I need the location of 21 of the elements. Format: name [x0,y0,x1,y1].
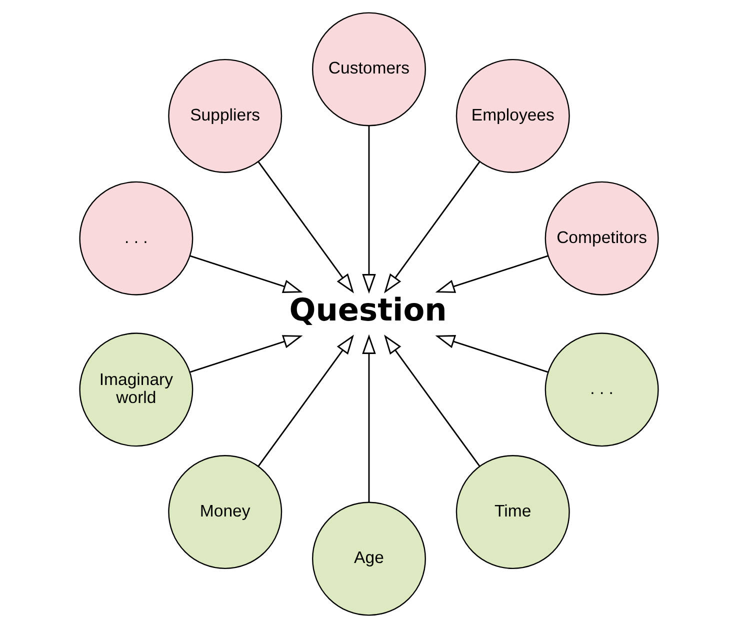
node-circle: Money [168,455,282,570]
node-text: Question [288,292,446,328]
arrow [362,126,376,294]
arrow [434,255,548,293]
node-circle: Competitors [544,181,658,296]
arrow [189,255,302,293]
node-circle: Time [455,455,570,570]
node-circle: Customers [312,12,426,126]
arrow [384,334,480,467]
node-circle: . . . [78,181,193,296]
arrow [189,335,302,373]
arrow [434,335,548,373]
arrow [384,161,480,294]
node-circle: Suppliers [168,58,282,173]
arrow [362,334,376,502]
node-circle: Age [312,502,426,616]
node-circle: . . . [544,332,658,447]
node-circle: Imaginary world [78,332,193,447]
node-circle: Employees [455,58,570,173]
arrow [257,161,354,294]
arrow [257,334,354,467]
